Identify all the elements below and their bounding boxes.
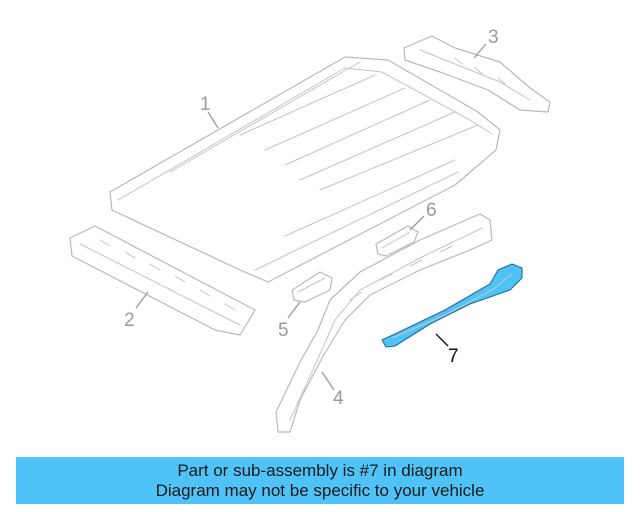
callout-4: 4 (333, 388, 344, 409)
roof-rail-part-7-highlighted[interactable] (381, 263, 523, 348)
parts-diagram: 1 2 3 4 5 6 7 (69, 27, 551, 433)
callout-5: 5 (278, 320, 289, 341)
leader-line-2 (135, 291, 149, 309)
side-rail-part-4[interactable] (275, 213, 493, 433)
leader-line-3 (473, 43, 487, 59)
callout-1: 1 (200, 94, 211, 115)
leader-line-5 (287, 301, 301, 319)
leader-line-4 (321, 371, 335, 391)
leader-line-6 (409, 215, 425, 231)
callout-7: 7 (448, 346, 459, 367)
roof-panel-part-1[interactable] (109, 56, 501, 283)
bracket-part-5[interactable] (291, 271, 333, 303)
front-header-part-2[interactable] (69, 225, 256, 336)
leader-line-1 (207, 111, 219, 129)
callout-3: 3 (488, 27, 499, 48)
rear-header-part-3[interactable] (403, 35, 551, 113)
banner-line-1: Part or sub-assembly is #7 in diagram (177, 460, 463, 480)
part-info-banner: Part or sub-assembly is #7 in diagram Di… (16, 457, 624, 504)
callout-2: 2 (124, 310, 135, 331)
leader-line-7 (435, 333, 449, 347)
bracket-part-6[interactable] (375, 225, 419, 257)
callout-6: 6 (426, 200, 437, 221)
banner-line-2: Diagram may not be specific to your vehi… (155, 480, 485, 500)
